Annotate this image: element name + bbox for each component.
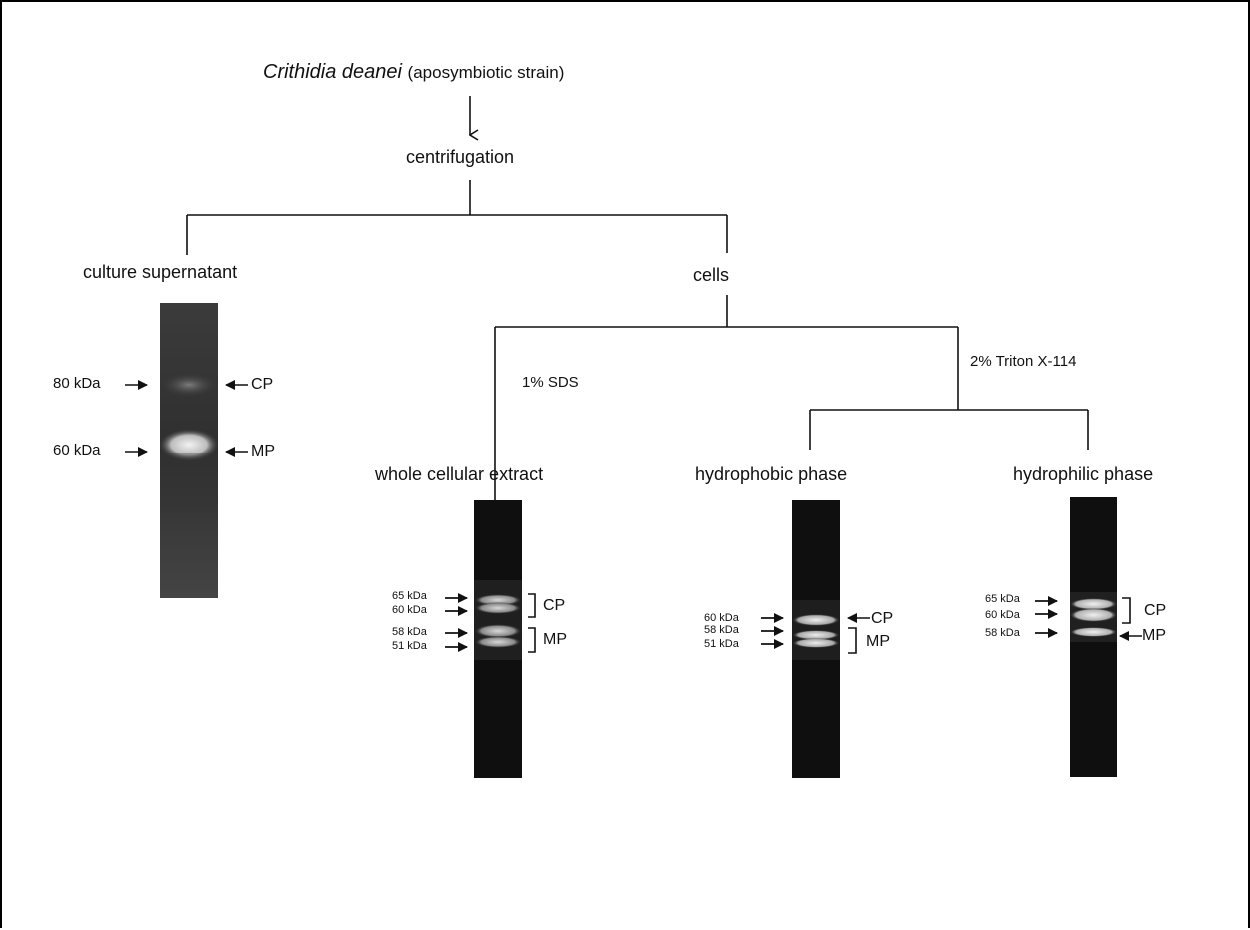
sds-label: 1% SDS: [522, 374, 579, 391]
marker-51kda: 51 kDa: [392, 640, 427, 652]
band-60: [474, 602, 522, 614]
band-58: [792, 630, 840, 640]
band-65: [1070, 598, 1117, 610]
band-60: [792, 614, 840, 626]
gel-whole-extract: [474, 500, 522, 778]
band-60: [1070, 608, 1117, 622]
hydrophobic-label: hydrophobic phase: [695, 464, 848, 484]
gel-hydrophilic: [1070, 497, 1117, 777]
marker-60kda: 60 kDa: [53, 442, 101, 459]
band-58: [474, 624, 522, 638]
marker-60kda: 60 kDa: [985, 609, 1020, 621]
label-cp: CP: [543, 597, 566, 614]
cells-label: cells: [693, 265, 730, 285]
supernatant-arrows: [125, 380, 248, 457]
label-cp: CP: [871, 610, 894, 627]
centrifugation-label: centrifugation: [406, 147, 515, 167]
whole-extract-arrows: [445, 593, 536, 653]
triton-label: 2% Triton X-114: [970, 353, 1077, 370]
label-mp: MP: [543, 631, 567, 648]
culture-supernatant-label: culture supernatant: [83, 262, 238, 282]
strain-label: (aposymbiotic strain): [407, 63, 565, 82]
organism-title: Crithidia deanei (aposymbiotic strain): [263, 62, 564, 82]
band-cp: [161, 373, 217, 397]
whole-extract-label: whole cellular extract: [375, 464, 544, 484]
label-mp: MP: [1142, 627, 1166, 644]
label-mp: MP: [866, 633, 890, 650]
band-51: [474, 636, 522, 648]
hydrophilic-label: hydrophilic phase: [1013, 464, 1154, 484]
marker-51kda: 51 kDa: [704, 638, 739, 650]
marker-80kda: 80 kDa: [53, 375, 101, 392]
gel-supernatant: [160, 303, 218, 598]
label-cp: CP: [251, 376, 274, 393]
hydrophobic-arrows: [761, 613, 870, 654]
band-51: [792, 638, 840, 648]
organism-name: Crithidia deanei: [263, 61, 402, 83]
label-cp: CP: [1144, 602, 1167, 619]
label-mp: MP: [251, 443, 275, 460]
marker-60kda: 60 kDa: [392, 604, 427, 616]
marker-60kda: 60 kDa: [704, 612, 739, 624]
marker-65kda: 65 kDa: [392, 590, 427, 602]
band-58: [1070, 627, 1117, 637]
hydrophilic-arrows: [1035, 596, 1142, 641]
marker-65kda: 65 kDa: [985, 593, 1020, 605]
marker-58kda: 58 kDa: [704, 624, 739, 636]
band-mp: [160, 429, 218, 461]
marker-58kda: 58 kDa: [985, 627, 1020, 639]
gel-hydrophobic: [792, 500, 840, 778]
marker-58kda: 58 kDa: [392, 626, 427, 638]
